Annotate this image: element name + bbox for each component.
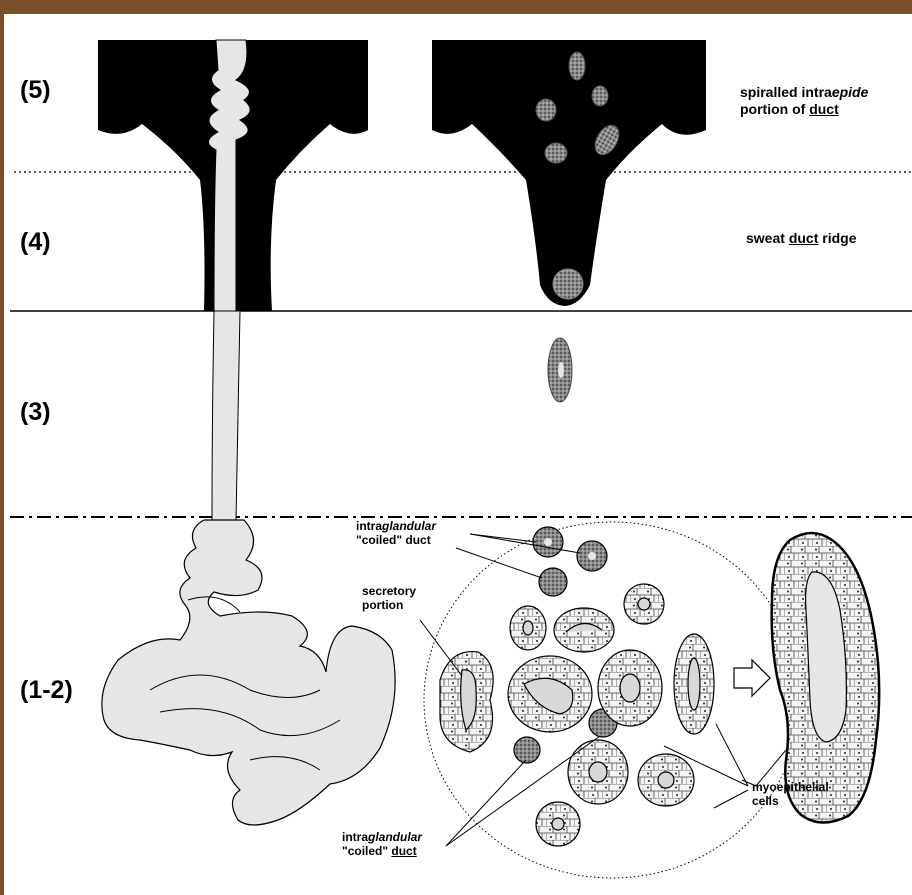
secretory-portion-label: secretory portion: [362, 584, 416, 612]
dermal-duct-lumen: [558, 362, 564, 378]
top-glandular-italic: glandular: [382, 519, 436, 533]
bottom-coiled-text: "coiled": [342, 844, 391, 858]
portion-text: portion: [362, 598, 403, 612]
ridge-label-text-c: ridge: [818, 230, 856, 246]
layer-label-4: (4): [20, 228, 51, 257]
bottom-glandular-italic: glandular: [368, 830, 422, 844]
spiral-label-italic: epide: [832, 84, 869, 100]
sweat-duct-ridge-label: sweat duct ridge: [746, 230, 857, 247]
coiled-duct-section-5: [514, 737, 540, 763]
coiled-duct-section-3: [539, 568, 567, 596]
myoepithelial-cells-label: myoepithelial cells: [752, 780, 829, 808]
top-coiled-duct-text: "coiled" duct: [356, 533, 431, 547]
top-intraglandular-label: intraglandular "coiled" duct: [356, 519, 436, 547]
cells-text: cells: [752, 794, 779, 808]
portion-label-text: portion of: [740, 101, 809, 117]
right-epidermis: [432, 40, 706, 306]
ridge-label-text-a: sweat: [746, 230, 789, 246]
layer-label-1-2: (1-2): [20, 676, 73, 705]
enlarge-arrow-icon: [734, 660, 770, 696]
bottom-intra-text: intra: [342, 830, 368, 844]
spiral-section-3: [592, 86, 608, 106]
spiral-label-text: spiralled intra: [740, 84, 832, 100]
bottom-intraglandular-label: intraglandular "coiled" duct: [342, 830, 422, 858]
secretory-text: secretory: [362, 584, 416, 598]
secretory-sections: [440, 584, 714, 846]
top-intra-text: intra: [356, 519, 382, 533]
spiral-section-2: [536, 99, 556, 121]
ridge-label-duct: duct: [789, 230, 819, 246]
spiral-section-1: [569, 52, 585, 80]
dermal-duct: [212, 311, 240, 520]
coiled-gland: [102, 520, 395, 825]
ridge-duct-section: [553, 269, 583, 299]
bottom-duct-underlined: duct: [391, 844, 416, 858]
duct-underlined: duct: [809, 101, 839, 117]
myoepithelial-text: myoepithelial: [752, 780, 829, 794]
spiral-section-5: [545, 143, 567, 163]
layer-label-5: (5): [20, 76, 51, 105]
spiralled-duct-label: spiralled intraepide portion of duct: [740, 84, 868, 118]
layer-label-3: (3): [20, 398, 51, 427]
